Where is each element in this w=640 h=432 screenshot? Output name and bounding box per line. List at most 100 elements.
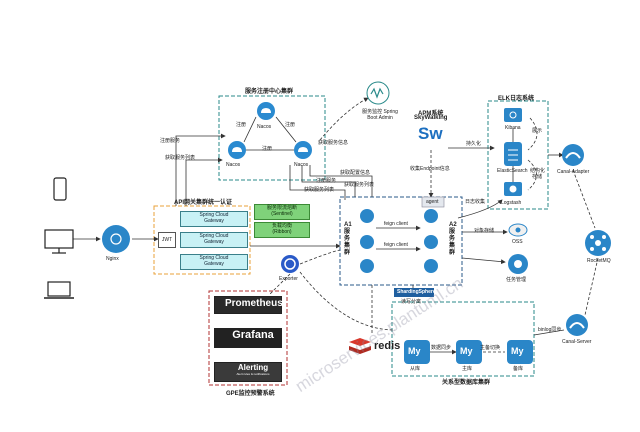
logstash-label: Logstash (501, 200, 522, 206)
edge-register-service-label: 注册服务 (160, 138, 181, 144)
edge-binlog (533, 329, 565, 336)
agent-label: agent (426, 199, 439, 205)
spring-boot-admin-icon (366, 81, 390, 105)
canal-server-icon (566, 314, 588, 336)
elk-title: ELK日志系统 (498, 96, 535, 102)
kibana-icon (504, 108, 522, 122)
sentinel-line2: (Sentinel) (271, 211, 293, 217)
service-nodes (360, 209, 438, 273)
alerting-sub-label: Alert rules & notifications (236, 372, 270, 376)
edge-get-service-list3-label: 获取服务列表 (344, 182, 375, 188)
apm-title-1: APM系统 (418, 111, 444, 117)
edge-tasks (461, 257, 506, 265)
edge-exporter-services (299, 249, 341, 265)
task-management-icon (508, 254, 528, 274)
prometheus-label: Prometheus (225, 298, 283, 309)
canal-adapter-label: Canal-Adapter (557, 169, 590, 175)
ribbon-line2: (Ribbon) (272, 229, 292, 235)
edge-register-left-label: 注册 (236, 122, 247, 128)
edge-gateway-register (175, 133, 226, 206)
elk-show-label: 展示 (532, 128, 543, 134)
feign-client-label-2: feign client (384, 242, 408, 248)
monitor-cluster-box (208, 290, 288, 386)
monitor-title: GPE监控预警系统 (226, 391, 275, 397)
db-standby-label: 备库 (513, 366, 524, 372)
service-node-a2-2 (424, 235, 438, 249)
phone-icon (53, 177, 67, 201)
sharding-logo-label: ShardingSphere (397, 289, 436, 295)
logstash-icon (504, 182, 522, 196)
sentinel-box: 服务限流熔断 (Sentinel) (254, 204, 310, 220)
skywalking-logo: Sw (418, 124, 443, 143)
nginx-icon (102, 225, 130, 253)
edge-register-mid-label: 注册 (262, 146, 273, 152)
sharding-rw-label: 读写分离 (401, 299, 422, 305)
agent-box (421, 196, 445, 208)
gateway-title: API网关集群统一认证 (174, 200, 233, 206)
gateway-node-1-line1: Spring Cloud (199, 212, 229, 218)
gateway-node-3-line2: Gateway (204, 261, 224, 267)
db-master-label: 主库 (462, 366, 473, 372)
elasticsearch-label: ElasticSearch (497, 168, 528, 174)
desktop-icon (44, 229, 74, 249)
prometheus-box: Prometheus (214, 296, 283, 314)
grafana-label: Grafana (232, 329, 274, 341)
elasticsearch-icon (504, 142, 522, 166)
db-master-icon (456, 340, 482, 364)
exporter-label: Exporter (279, 276, 298, 282)
nacos-right-label: Nacos (294, 162, 309, 168)
redis-label: redis (374, 340, 401, 352)
edge-canal-rocketmq (572, 169, 596, 229)
grafana-box: Grafana (214, 328, 282, 348)
edge-register-right-label: 注册 (285, 122, 296, 128)
edge-get-config-label: 获取配置信息 (340, 170, 371, 176)
feign-client-label-1: feign client (384, 221, 408, 227)
rocketmq-label: RocketMQ (587, 258, 611, 264)
edge-log-collect (457, 199, 503, 219)
gateway-node-3[interactable]: Spring Cloud Gateway (180, 254, 248, 270)
oss-edge-label: 对象存储 (474, 228, 495, 234)
gateway-node-1-line2: Gateway (204, 218, 224, 224)
edge-registry-services-1 (301, 165, 356, 197)
ribbon-line1: 负载均衡 (271, 223, 292, 229)
db-sync-label: 数据同步 (431, 345, 452, 351)
gateway-node-2-line1: Spring Cloud (199, 233, 229, 239)
edge-collect-endpoint-label: 收集Endpoint信息 (410, 166, 450, 172)
nacos-top-label: Nacos (257, 124, 272, 130)
oss-icon (508, 223, 528, 237)
a2-cluster-label: A2服务集群 (449, 222, 457, 256)
edge-elk-show (527, 117, 538, 151)
db-slave-icon (404, 340, 430, 364)
a1-cluster-label: A1服务集群 (344, 222, 352, 256)
tasks-label: 任务管理 (506, 277, 527, 283)
gateway-node-2[interactable]: Spring Cloud Gateway (180, 232, 248, 248)
db-cluster-title: 关系型数据库集群 (442, 380, 491, 386)
edge-nacos-top-left (243, 116, 257, 143)
service-node-a1-2 (360, 235, 374, 249)
oss-label: OSS (512, 239, 523, 245)
apm-title-2: SkyWalking (414, 115, 448, 121)
canal-server-label: Canal-Server (562, 339, 592, 345)
sentinel-line1: 服务限流熔断 (266, 205, 297, 211)
registry-title: 服务注册中心集群 (245, 89, 294, 95)
service-node-a1-1 (360, 209, 374, 223)
gateway-node-3-line1: Spring Cloud (199, 255, 229, 261)
db-standby-icon (507, 340, 533, 364)
nginx-label: Nginx (106, 256, 119, 262)
edge-persist-label: 持久化 (466, 141, 482, 147)
service-node-a2-1 (424, 209, 438, 223)
gateway-node-1[interactable]: Spring Cloud Gateway (180, 211, 248, 227)
edge-register-service2-label: 注册服务 (316, 178, 337, 184)
elk-structured-label-2: 存储 (532, 174, 543, 180)
edge-gateway-servicelist (185, 157, 223, 206)
canal-adapter-icon (562, 144, 584, 166)
service-node-a2-3 (424, 259, 438, 273)
edge-log-collect-label: 日志收集 (465, 199, 486, 205)
db-slave-label: 从库 (410, 366, 421, 372)
nacos-left-label: Nacos (226, 162, 241, 168)
edge-rocketmq-canalserver (584, 257, 599, 316)
edge-elk-structured (527, 159, 537, 191)
laptop-icon (47, 281, 71, 297)
nacos-node-right (294, 141, 312, 159)
edge-get-service-info-label: 获取服务信息 (318, 140, 349, 146)
